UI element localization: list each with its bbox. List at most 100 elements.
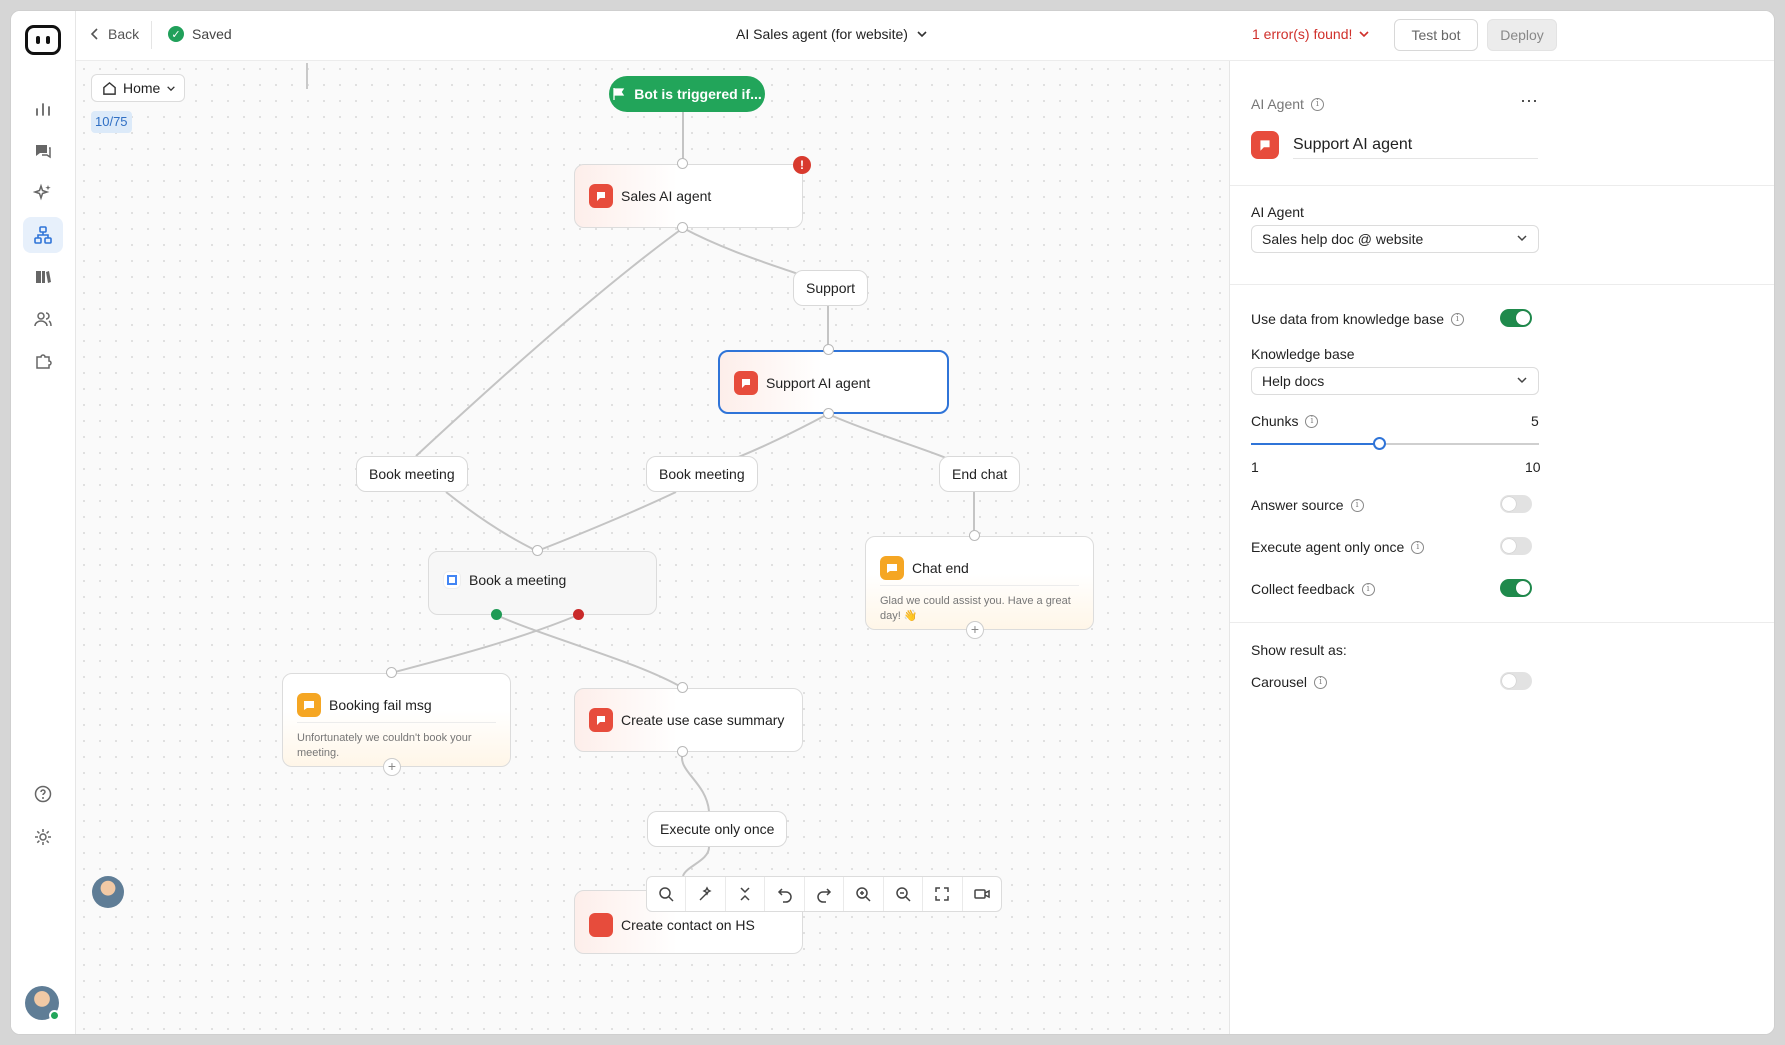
home-dropdown[interactable]: Home — [91, 74, 185, 102]
node-title: Chat end — [912, 560, 969, 576]
panel-section-header: AI Agent i — [1251, 96, 1324, 112]
chunks-label: Chunks — [1251, 413, 1299, 429]
integrations-icon[interactable] — [23, 343, 63, 379]
more-options-icon[interactable]: ⋯ — [1520, 91, 1539, 111]
calendar-icon — [443, 571, 461, 589]
collect-feedback-row: Collect feedback i — [1251, 581, 1375, 597]
node-title: Booking fail msg — [329, 697, 432, 713]
execute-once-toggle[interactable] — [1500, 537, 1532, 555]
bot-title-dropdown[interactable]: AI Sales agent (for website) — [736, 26, 928, 42]
zoom-in-icon[interactable] — [844, 877, 884, 911]
collect-feedback-toggle[interactable] — [1500, 579, 1532, 597]
output-port[interactable] — [677, 222, 688, 233]
zoom-out-icon[interactable] — [884, 877, 924, 911]
info-icon[interactable]: i — [1451, 312, 1464, 326]
errors-dropdown[interactable]: 1 error(s) found! — [1252, 26, 1370, 42]
chevron-left-icon — [90, 28, 98, 40]
agent-select[interactable]: Sales help doc @ website — [1251, 225, 1539, 253]
info-icon[interactable]: i — [1411, 540, 1425, 554]
show-result-label: Show result as: — [1251, 642, 1347, 658]
search-icon[interactable] — [647, 877, 687, 911]
info-icon[interactable]: i — [1305, 414, 1319, 428]
kb-label: Knowledge base — [1251, 346, 1355, 362]
user-avatar[interactable] — [25, 986, 60, 1021]
flow-canvas[interactable]: Home 10/75 Bot is triggered if... Sales … — [76, 61, 1229, 1034]
analytics-icon[interactable] — [23, 91, 63, 127]
ai-agent-icon — [1251, 131, 1279, 159]
error-badge[interactable]: ! — [793, 156, 811, 174]
node-booking-fail[interactable]: Booking fail msg Unfortunately we couldn… — [282, 673, 511, 767]
add-step-button[interactable]: + — [383, 758, 401, 776]
edge-label-support[interactable]: Support — [793, 270, 869, 306]
use-kb-toggle[interactable] — [1500, 309, 1532, 327]
saved-label: Saved — [192, 26, 232, 42]
input-port[interactable] — [677, 158, 688, 169]
kb-select[interactable]: Help docs — [1251, 367, 1539, 395]
chat-icon[interactable] — [23, 133, 63, 169]
input-port[interactable] — [823, 344, 834, 355]
carousel-row: Carousel i — [1251, 674, 1328, 690]
app-window: Back ✓ Saved AI Sales agent (for website… — [10, 10, 1775, 1035]
info-icon[interactable]: i — [1310, 97, 1324, 111]
info-icon[interactable]: i — [1361, 582, 1375, 596]
failure-port[interactable] — [573, 609, 584, 620]
collaborator-avatar[interactable] — [92, 876, 124, 908]
input-port[interactable] — [532, 545, 543, 556]
carousel-toggle[interactable] — [1500, 672, 1532, 690]
edge-label-book-meeting[interactable]: Book meeting — [646, 456, 758, 492]
help-icon[interactable] — [23, 776, 63, 812]
redo-icon[interactable] — [805, 877, 845, 911]
carousel-label: Carousel — [1251, 674, 1308, 690]
output-port[interactable] — [677, 746, 688, 757]
video-icon[interactable] — [963, 877, 1001, 911]
library-icon[interactable] — [23, 259, 63, 295]
contacts-icon[interactable] — [23, 301, 63, 337]
settings-gear-icon[interactable] — [23, 819, 63, 855]
properties-panel: AI Agent i ⋯ Support AI agent AI Agent S… — [1229, 61, 1774, 1034]
trigger-node[interactable]: Bot is triggered if... — [609, 76, 765, 112]
magic-wand-icon[interactable] — [686, 877, 726, 911]
success-port[interactable] — [491, 609, 502, 620]
node-book-meeting[interactable]: Book a meeting — [428, 551, 657, 615]
collect-feedback-label: Collect feedback — [1251, 581, 1355, 597]
check-circle-icon: ✓ — [168, 26, 184, 42]
deploy-button[interactable]: Deploy — [1487, 19, 1557, 51]
slider-handle[interactable] — [1373, 437, 1386, 450]
edge-label-book-meeting[interactable]: Book meeting — [356, 456, 468, 492]
ai-sparkle-icon[interactable] — [23, 175, 63, 211]
input-port[interactable] — [677, 682, 688, 693]
execute-once-label: Execute agent only once — [1251, 539, 1405, 555]
node-support-ai-agent[interactable]: Support AI agent — [718, 350, 949, 414]
divider — [151, 21, 152, 49]
add-step-button[interactable]: + — [966, 621, 984, 639]
errors-label: 1 error(s) found! — [1252, 26, 1353, 42]
answer-source-toggle[interactable] — [1500, 495, 1532, 513]
agent-name-input[interactable]: Support AI agent — [1293, 133, 1538, 159]
info-icon[interactable]: i — [1350, 498, 1364, 512]
back-button[interactable]: Back — [90, 26, 139, 42]
message-icon — [880, 556, 904, 580]
test-bot-button[interactable]: Test bot — [1394, 19, 1478, 51]
output-port[interactable] — [823, 408, 834, 419]
canvas-toolbar — [646, 876, 1002, 912]
ai-agent-icon — [589, 184, 613, 208]
top-bar: Back ✓ Saved AI Sales agent (for website… — [76, 11, 1774, 61]
app-logo[interactable] — [25, 25, 61, 55]
input-port[interactable] — [969, 530, 980, 541]
input-port[interactable] — [386, 667, 397, 678]
canvas-divider — [306, 63, 308, 89]
node-counter: 10/75 — [91, 111, 132, 133]
edge-label-end-chat[interactable]: End chat — [939, 456, 1021, 492]
flow-builder-icon[interactable] — [23, 217, 63, 253]
edge-label-execute-once[interactable]: Execute only once — [647, 811, 788, 847]
chunks-slider[interactable] — [1251, 437, 1539, 450]
message-icon — [297, 693, 321, 717]
info-icon[interactable]: i — [1314, 675, 1328, 689]
node-create-summary[interactable]: Create use case summary — [574, 688, 803, 752]
collapse-icon[interactable] — [726, 877, 766, 911]
node-sales-ai-agent[interactable]: Sales AI agent — [574, 164, 803, 228]
node-chat-end[interactable]: Chat end Glad we could assist you. Have … — [865, 536, 1094, 630]
divider — [1230, 185, 1774, 186]
fit-screen-icon[interactable] — [923, 877, 963, 911]
undo-icon[interactable] — [765, 877, 805, 911]
